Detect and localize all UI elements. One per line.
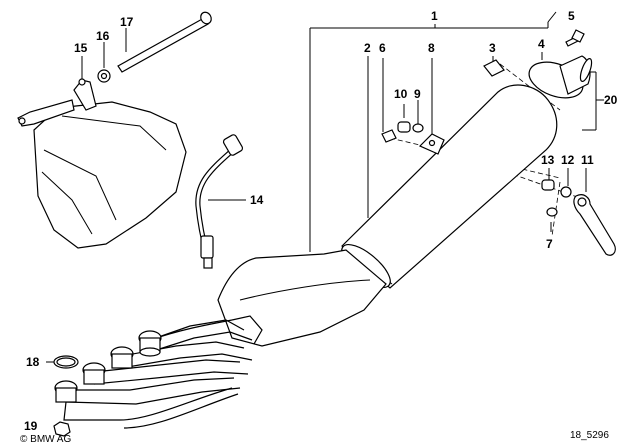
hanger-bracket-11 (573, 194, 616, 256)
gasket-18 (53, 355, 79, 369)
screw-5 (565, 29, 585, 47)
label-13: 13 (541, 153, 555, 167)
washer-9 (412, 123, 424, 133)
label-9: 9 (414, 87, 421, 101)
oxygen-sensor-14 (195, 134, 244, 269)
end-cap-4 (528, 55, 593, 99)
label-20: 20 (604, 93, 618, 107)
label-19: 19 (24, 419, 38, 433)
label-17: 17 (120, 15, 134, 29)
washer-12 (560, 186, 572, 198)
label-12: 12 (561, 153, 575, 167)
label-4: 4 (538, 37, 545, 51)
label-15: 15 (74, 41, 88, 55)
part-labels: 1 2 6 8 3 4 5 10 9 20 13 12 11 7 14 15 1… (20, 9, 618, 445)
heat-shield (17, 78, 187, 249)
label-10: 10 (394, 87, 408, 101)
label-6: 6 (379, 41, 386, 55)
bolt-6 (381, 129, 397, 143)
label-3: 3 (489, 41, 496, 55)
bush-10 (397, 121, 411, 133)
catalytic-converter (217, 249, 387, 347)
label-5: 5 (568, 9, 575, 23)
long-bolt-17 (117, 11, 212, 73)
bush-13 (541, 179, 555, 191)
washer-16 (97, 69, 111, 83)
copyright-text: © BMW AG (20, 434, 71, 445)
clip-3 (483, 59, 505, 77)
header-flanges (54, 330, 162, 403)
label-14: 14 (250, 193, 264, 207)
drawing-number: 18_5296 (570, 430, 609, 441)
label-11: 11 (581, 153, 594, 167)
label-8: 8 (428, 41, 435, 55)
label-18: 18 (26, 355, 40, 369)
o-ring-7 (546, 207, 558, 217)
label-7: 7 (546, 237, 553, 251)
label-16: 16 (96, 29, 110, 43)
label-2: 2 (364, 41, 371, 55)
label-1: 1 (431, 9, 438, 23)
exhaust-header-pipes (63, 315, 263, 429)
rear-silencer-2 (341, 84, 558, 289)
nut-19 (53, 421, 71, 437)
